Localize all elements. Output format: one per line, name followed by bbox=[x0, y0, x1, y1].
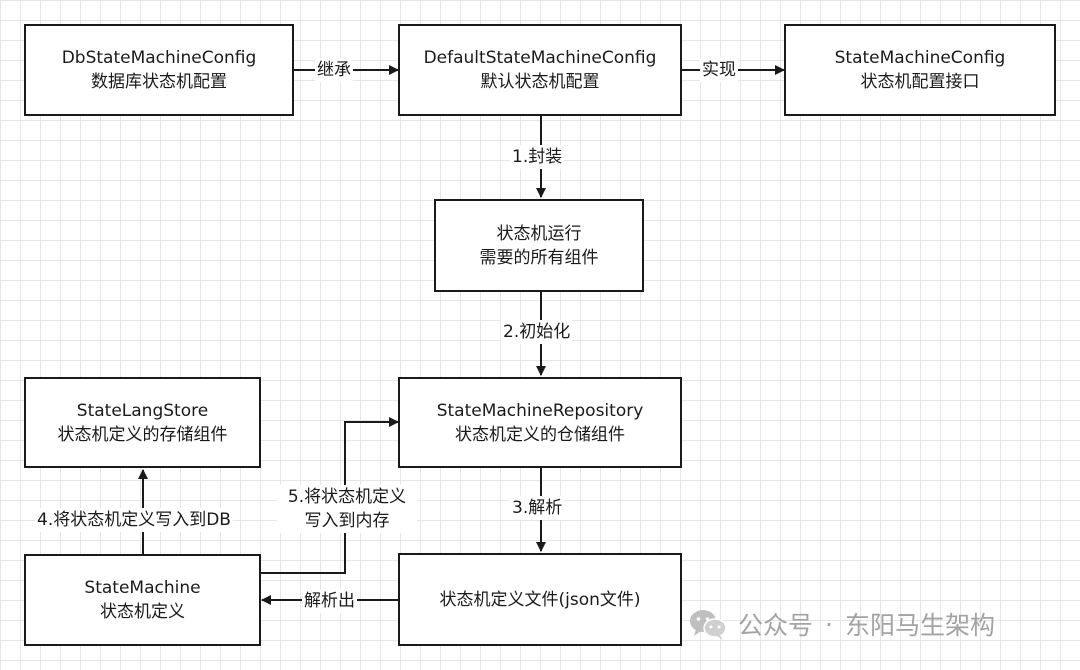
edge-label-parse: 3.解析 bbox=[510, 496, 565, 520]
edge-label-inherit: 继承 bbox=[315, 58, 353, 82]
node-state-lang-store: StateLangStore 状态机定义的存储组件 bbox=[24, 377, 261, 468]
edge-label-wrap: 1.封装 bbox=[510, 145, 565, 169]
node-title: StateMachineRepository bbox=[436, 400, 644, 421]
edge-label-init: 2.初始化 bbox=[501, 320, 573, 344]
node-state-machine-config-interface: StateMachineConfig 状态机配置接口 bbox=[784, 24, 1056, 116]
node-subtitle: 状态机定义 bbox=[100, 602, 185, 622]
edge-label-line: 写入到内存 bbox=[304, 511, 390, 531]
watermark-text: 公众号 bbox=[738, 611, 814, 640]
node-subtitle: 状态机定义的存储组件 bbox=[57, 424, 228, 445]
edge-label-write-memory: 5.将状态机定义 写入到内存 bbox=[277, 485, 417, 533]
node-subtitle: 默认状态机配置 bbox=[480, 72, 600, 92]
node-subtitle: 状态机配置接口 bbox=[860, 72, 980, 92]
node-title: DefaultStateMachineConfig bbox=[423, 48, 657, 68]
watermark: 公众号 · 东阳马生架构 bbox=[688, 606, 995, 642]
node-title: StateLangStore bbox=[76, 400, 209, 421]
node-db-state-machine-config: DbStateMachineConfig 数据库状态机配置 bbox=[24, 24, 294, 116]
node-subtitle: 需要的所有组件 bbox=[479, 247, 599, 268]
node-title: StateMachineConfig bbox=[834, 48, 1006, 68]
node-title: StateMachine bbox=[84, 578, 201, 598]
node-subtitle: 数据库状态机配置 bbox=[91, 72, 227, 92]
node-runtime-components: 状态机运行 需要的所有组件 bbox=[434, 199, 644, 292]
node-state-machine: StateMachine 状态机定义 bbox=[24, 554, 261, 646]
edge-label-implement: 实现 bbox=[700, 58, 738, 82]
wechat-icon bbox=[690, 610, 727, 640]
edge-label-parse-out: 解析出 bbox=[302, 589, 357, 613]
node-state-machine-repository: StateMachineRepository 状态机定义的仓储组件 bbox=[398, 377, 682, 468]
node-default-state-machine-config: DefaultStateMachineConfig 默认状态机配置 bbox=[398, 24, 682, 116]
node-definition-file: 状态机定义文件(json文件) bbox=[398, 553, 682, 646]
watermark-separator: · bbox=[825, 609, 833, 639]
node-title: 状态机定义文件(json文件) bbox=[439, 589, 641, 610]
watermark-author: 东阳马生架构 bbox=[844, 611, 995, 640]
node-title: 状态机运行 bbox=[496, 223, 582, 244]
node-title: DbStateMachineConfig bbox=[61, 48, 257, 68]
edge-label-write-db: 4.将状态机定义写入到DB bbox=[35, 508, 233, 532]
edge-label-line: 5.将状态机定义 bbox=[287, 487, 407, 507]
node-subtitle: 状态机定义的仓储组件 bbox=[455, 424, 625, 445]
